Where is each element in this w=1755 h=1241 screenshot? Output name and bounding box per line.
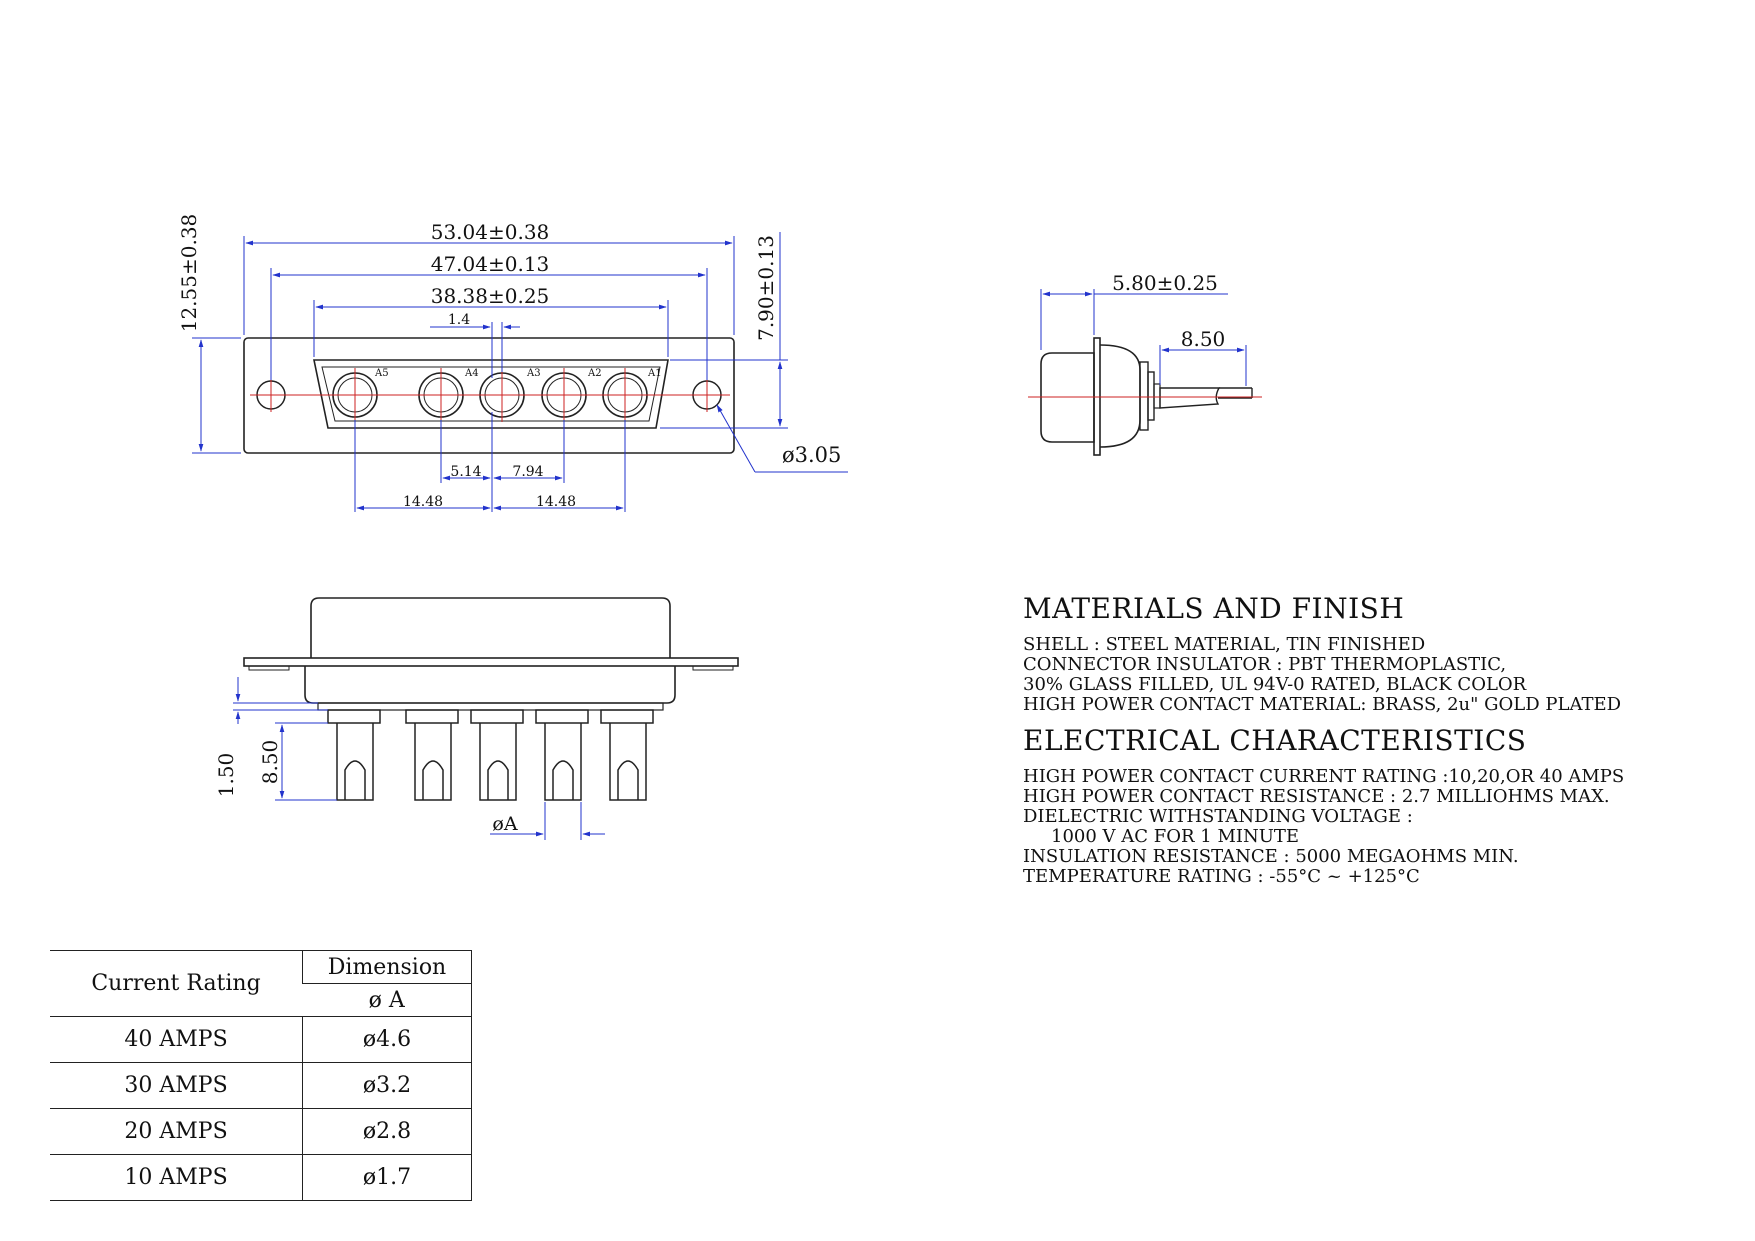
table-row: 10 AMPS ø1.7 — [50, 1154, 472, 1201]
table-row: 30 AMPS ø3.2 — [50, 1062, 472, 1109]
dimension-cell: ø2.8 — [302, 1108, 472, 1155]
contact-label-a5: A5 — [374, 368, 389, 379]
current-rating-table: Current Rating Dimension ø A 40 AMPS ø4.… — [50, 950, 472, 1201]
contact-label-a1: A1 — [647, 368, 662, 379]
contact-label-a2: A2 — [587, 368, 602, 379]
electrical-line: TEMPERATURE RATING : -55°C ~ +125°C — [1023, 866, 1420, 887]
bottom-shell-top — [310, 597, 671, 658]
rating-cell: 30 AMPS — [124, 1073, 228, 1098]
dim-pin-diameter: øA — [492, 813, 517, 835]
bottom-view: 1.50 8.50 øA — [214, 597, 739, 840]
front-centerlines — [250, 368, 730, 422]
electrical-line: 1000 V AC FOR 1 MINUTE — [1051, 826, 1300, 847]
electrical-line: DIELECTRIC WITHSTANDING VOLTAGE : — [1023, 806, 1413, 827]
dimension-cell: ø4.6 — [302, 1016, 472, 1063]
dim-tail: 1.50 — [214, 753, 238, 798]
bottom-pin-5 — [600, 709, 654, 801]
current-rating-header: Current Rating — [91, 971, 261, 996]
side-view: 5.80±0.25 8.50 — [1028, 271, 1262, 456]
electrical-heading: ELECTRICAL CHARACTERISTICS — [1023, 724, 1527, 757]
rating-cell: 10 AMPS — [124, 1165, 228, 1190]
contact-label-a4: A4 — [464, 368, 479, 379]
side-pin — [1159, 387, 1221, 409]
dim-pitch-left: 14.48 — [403, 494, 443, 510]
flange-outline — [243, 337, 735, 454]
electrical-line: INSULATION RESISTANCE : 5000 MEGAOHMS MI… — [1023, 846, 1519, 867]
electrical-line: HIGH POWER CONTACT RESISTANCE : 2.7 MILL… — [1023, 786, 1610, 807]
table-row: 40 AMPS ø4.6 — [50, 1016, 472, 1063]
dim-pitch-b: 7.94 — [512, 464, 543, 480]
rating-cell: 40 AMPS — [124, 1027, 228, 1052]
bottom-pin-4 — [535, 709, 589, 801]
bottom-pin-1 — [327, 709, 381, 801]
dimension-subheader: ø A — [302, 983, 472, 1017]
bottom-pin-2 — [405, 709, 459, 801]
side-body — [1099, 344, 1141, 448]
materials-line: SHELL : STEEL MATERIAL, TIN FINISHED — [1023, 634, 1426, 655]
dim-hole-pitch: 47.04±0.13 — [431, 252, 550, 276]
dim-depth: 5.80±0.25 — [1112, 271, 1218, 295]
bottom-pin-3 — [470, 709, 524, 801]
electrical-section: ELECTRICAL CHARACTERISTICS HIGH POWER CO… — [1023, 724, 1624, 887]
shell-outline — [313, 359, 669, 429]
materials-line: 30% GLASS FILLED, UL 94V-0 RATED, BLACK … — [1023, 674, 1527, 695]
dim-pitch-right: 14.48 — [536, 494, 576, 510]
dim-shell-height: 7.90±0.13 — [754, 235, 778, 341]
rating-cell: 20 AMPS — [124, 1119, 228, 1144]
dim-pin-side: 8.50 — [1181, 327, 1226, 351]
dim-hole-diameter: ø3.05 — [782, 443, 841, 467]
dim-shell-width: 38.38±0.25 — [431, 284, 550, 308]
dim-offset: 1.4 — [448, 312, 470, 328]
table-row: 20 AMPS ø2.8 — [50, 1108, 472, 1155]
materials-section: MATERIALS AND FINISH SHELL : STEEL MATER… — [1023, 592, 1621, 715]
contact-label-a3: A3 — [526, 368, 541, 379]
front-dimensions — [192, 232, 848, 512]
bottom-shell-body — [304, 666, 676, 704]
front-view: A5 A4 A3 A2 A1 — [177, 214, 848, 512]
materials-heading: MATERIALS AND FINISH — [1023, 592, 1405, 625]
materials-line: HIGH POWER CONTACT MATERIAL: BRASS, 2u" … — [1023, 694, 1622, 715]
dim-overall-width: 53.04±0.38 — [431, 220, 550, 244]
materials-line: CONNECTOR INSULATOR : PBT THERMOPLASTIC, — [1023, 654, 1507, 675]
dimension-cell: ø3.2 — [302, 1062, 472, 1109]
dimension-cell: ø1.7 — [302, 1154, 472, 1201]
dim-pin-length: 8.50 — [258, 740, 282, 785]
dim-overall-height: 12.55±0.38 — [177, 214, 201, 333]
electrical-line: HIGH POWER CONTACT CURRENT RATING :10,20… — [1023, 766, 1625, 787]
dimension-header: Dimension — [302, 950, 472, 984]
side-shell-outline — [1040, 352, 1095, 443]
dim-pitch-a: 5.14 — [450, 464, 481, 480]
bottom-flange — [243, 657, 739, 667]
